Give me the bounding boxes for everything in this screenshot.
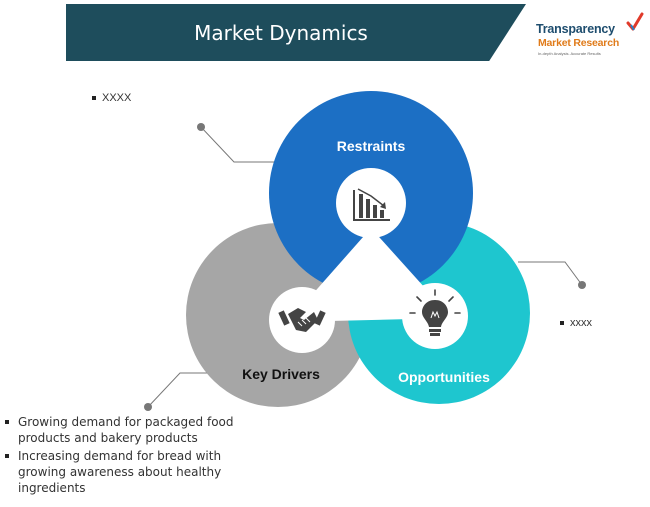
key-drivers-list: Growing demand for packaged food product… [2,414,247,498]
opportunities-label: Opportunities [398,369,490,385]
key-drivers-label: Key Drivers [242,366,320,382]
restraints-connector [200,126,278,163]
opportunities-bullet-text: xxxx [570,317,592,329]
logo-text-secondary: Market Research [538,37,620,49]
bullet-square [92,96,96,100]
opportunities-connector [518,261,583,286]
restraints-bullet: XXXX [92,92,131,104]
key-driver-item: Growing demand for packaged food product… [2,414,247,446]
handshake-icon [269,287,335,353]
checkmark-icon [626,12,644,31]
restraints-connector-dot [197,123,205,131]
bullet-square [560,321,564,325]
restraints-label: Restraints [337,138,406,154]
logo-text-primary: Transparency [536,22,615,36]
company-logo: Transparency Market Research In-depth An… [536,12,648,62]
page-title: Market Dynamics [194,20,368,45]
logo-tagline: In-depth Analysis. Accurate Results [538,51,601,56]
opportunities-bullet: xxxx [560,317,592,329]
lightbulb-icon [402,283,468,349]
header-banner: Market Dynamics [66,4,526,61]
opportunities-connector-dot [578,281,586,289]
declining-bar-chart-icon [336,168,406,238]
key-driver-item: Increasing demand for bread with growing… [2,448,247,496]
restraints-bullet-text: XXXX [102,92,132,104]
drivers-connector-dot [144,403,152,411]
